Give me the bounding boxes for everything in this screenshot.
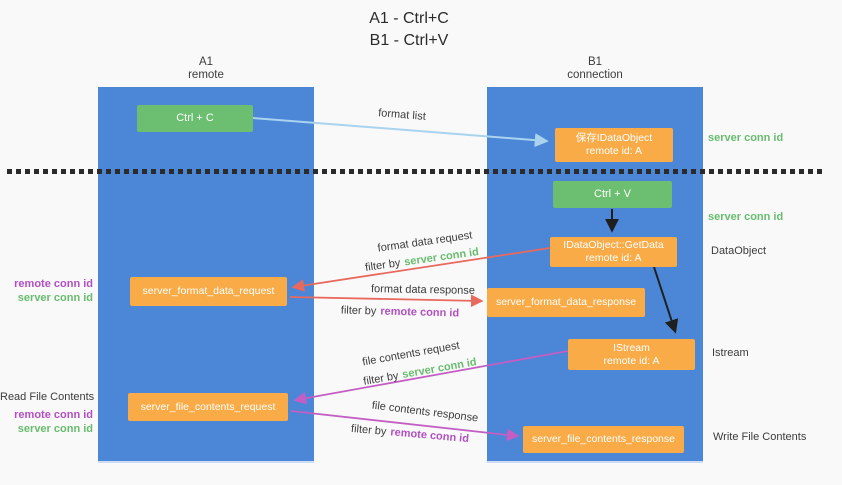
node-server-format-data-response-label: server_format_data_response [495, 296, 637, 308]
column-header-a1: A1 remote [98, 56, 314, 82]
filter-by-text: filter by [362, 369, 400, 388]
label-write-file-contents: Write File Contents [713, 431, 807, 443]
node-ctrl-v-label: Ctrl + V [594, 188, 631, 200]
column-b1-name: B1 [587, 56, 603, 68]
title-line-2: B1 - Ctrl+V [369, 32, 449, 49]
diagram-title: A1 - Ctrl+C B1 - Ctrl+V [369, 8, 449, 52]
server-conn-id-text: server conn id [401, 356, 478, 382]
node-istream-line2: remote id: A [603, 354, 660, 367]
node-idataobject-getdata-line1: IDataObject::GetData [563, 239, 664, 251]
node-server-format-data-response: server_format_data_response [487, 288, 645, 317]
node-server-file-contents-request-label: server_file_contents_request [140, 400, 276, 413]
label-remote-conn-id-left-1: remote conn id [14, 278, 93, 290]
node-server-file-contents-request: server_file_contents_request [128, 393, 288, 421]
label-remote-conn-id-left-2: remote conn id [14, 409, 93, 421]
node-ctrl-c-label: Ctrl + C [176, 112, 214, 124]
label-istream: Istream [712, 347, 749, 359]
node-idataobject-getdata-line2: remote id: A [585, 252, 642, 264]
label-read-file-contents: Read File Contents [0, 391, 95, 403]
filter-by-text: filter by [340, 304, 377, 318]
flow-label-file-contents-response: file contents response [371, 399, 479, 425]
node-save-idataobject-line2: remote id: A [585, 145, 643, 157]
column-header-b1: B1 connection [487, 56, 703, 82]
flow-label-format-data-response: format data response [370, 283, 476, 297]
filter-by-text: filter by [350, 422, 387, 438]
label-server-conn-id-left-1: server conn id [17, 292, 93, 304]
remote-conn-id-text: remote conn id [380, 305, 460, 320]
node-save-idataobject-line1: 保存IDataObject [575, 132, 653, 144]
filter-by-text: filter by [364, 257, 402, 274]
node-istream: IStream remote id: A [568, 339, 695, 370]
label-server-conn-id-mid-right: server conn id [708, 211, 784, 223]
title-line-1: A1 - Ctrl+C [369, 10, 449, 27]
label-server-conn-id-top-right: server conn id [708, 132, 784, 144]
remote-conn-id-text: remote conn id [389, 426, 470, 446]
label-dataobject: DataObject [711, 245, 767, 257]
node-istream-line1: IStream [613, 341, 650, 354]
node-idataobject-getdata: IDataObject::GetData remote id: A [550, 237, 677, 267]
column-a1-subtitle: remote [188, 69, 224, 81]
node-server-file-contents-response: server_file_contents_response [523, 426, 684, 453]
label-server-conn-id-left-2: server conn id [17, 423, 93, 435]
node-server-file-contents-response-label: server_file_contents_response [531, 433, 675, 445]
column-b1-subtitle: connection [567, 69, 623, 81]
arrow-format-data-response [289, 294, 484, 308]
node-ctrl-v: Ctrl + V [553, 181, 672, 208]
node-ctrl-c: Ctrl + C [137, 105, 253, 132]
column-a1-name: A1 [198, 56, 214, 68]
node-server-format-data-request: server_format_data_request [130, 277, 287, 306]
session-divider-dotted-line [7, 169, 822, 174]
node-save-idataobject: 保存IDataObject remote id: A [555, 128, 673, 162]
flow-label-format-list: format list [377, 107, 427, 123]
node-server-format-data-request-label: server_format_data_request [142, 285, 275, 297]
